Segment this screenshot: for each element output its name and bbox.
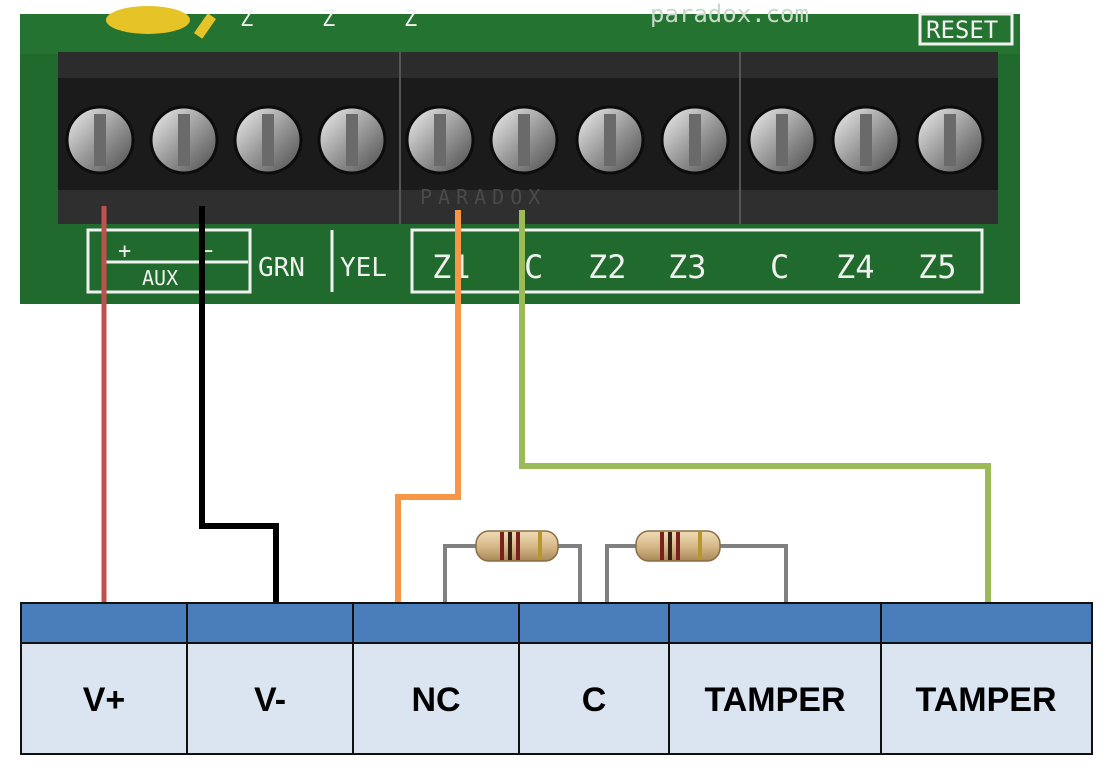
screw-icon (233, 105, 303, 175)
resistor-2-lead (718, 544, 788, 618)
resistor-band (698, 532, 702, 560)
top-fragment-2: Z (322, 7, 335, 32)
label-z3: Z3 (668, 248, 707, 286)
label-z2: Z2 (588, 248, 627, 286)
terminal-tamper-1: TAMPER (704, 681, 845, 719)
wires (101, 206, 991, 618)
terminal-nc: NC (411, 681, 460, 719)
resistor-band (660, 532, 664, 560)
terminal-labels: GRN YEL Z1 C Z2 Z3 C Z4 Z5 (258, 248, 957, 286)
terminal-header-bar (20, 602, 1093, 644)
screw-icon (915, 105, 985, 175)
screw-icon (149, 105, 219, 175)
label-c1: C (524, 248, 543, 286)
label-yel: YEL (340, 253, 387, 283)
control-panel-board: Z Z Z paradox.com RESET PARADOX (20, 0, 1020, 304)
screw-row (65, 105, 985, 175)
reset-box (918, 12, 1014, 46)
label-z5: Z5 (918, 248, 957, 286)
terminal-block-2 (400, 52, 740, 224)
terminal-labels-detector: V+ V- NC C TAMPER TAMPER (83, 681, 1057, 719)
reset-label: RESET (926, 16, 998, 44)
aux-label: AUX (142, 266, 178, 290)
resistor-band (538, 532, 542, 560)
screw-icon (405, 105, 475, 175)
top-fragment-3: Z (404, 7, 417, 32)
resistor-band (668, 532, 672, 560)
terminal-tamper-2: TAMPER (915, 681, 1056, 719)
label-z1: Z1 (432, 248, 471, 286)
resistor-2-lead (605, 544, 638, 618)
wire-black (199, 206, 279, 618)
label-z4: Z4 (836, 248, 875, 286)
screw-icon (660, 105, 730, 175)
screw-icon (831, 105, 901, 175)
resistor-band (676, 532, 680, 560)
screw-icon (65, 105, 135, 175)
block-brand-text: PARADOX (420, 185, 546, 209)
aux-plus-label: + (118, 239, 131, 264)
yellow-lead (194, 13, 216, 39)
resistor-1-lead (443, 544, 478, 618)
terminal-body-bar (20, 642, 1093, 755)
top-fragment-1: Z (240, 7, 253, 32)
url-text: paradox.com (650, 0, 809, 28)
resistor-1 (443, 530, 582, 618)
terminal-block-1 (58, 52, 400, 224)
terminal-c: C (582, 681, 607, 719)
screw-icon (747, 105, 817, 175)
resistor-band (500, 532, 504, 560)
terminal-dividers (186, 603, 882, 754)
terminal-vplus: V+ (83, 681, 126, 719)
yellow-component (106, 6, 190, 34)
wire-green (519, 210, 991, 618)
resistor-1-lead (556, 544, 582, 618)
screw-icon (317, 105, 387, 175)
screw-icon (575, 105, 645, 175)
top-fragments: Z Z Z (240, 7, 417, 32)
label-grn: GRN (258, 253, 305, 283)
terminal-vminus: V- (254, 681, 286, 719)
wire-orange (395, 210, 461, 618)
screw-icon (489, 105, 559, 175)
resistor-band (516, 532, 520, 560)
silkscreen-outlines (86, 228, 984, 294)
resistor-2 (605, 530, 788, 618)
resistor-band (508, 532, 512, 560)
label-c2: C (770, 248, 789, 286)
detector-terminal-strip: V+ V- NC C TAMPER TAMPER (20, 602, 1093, 755)
